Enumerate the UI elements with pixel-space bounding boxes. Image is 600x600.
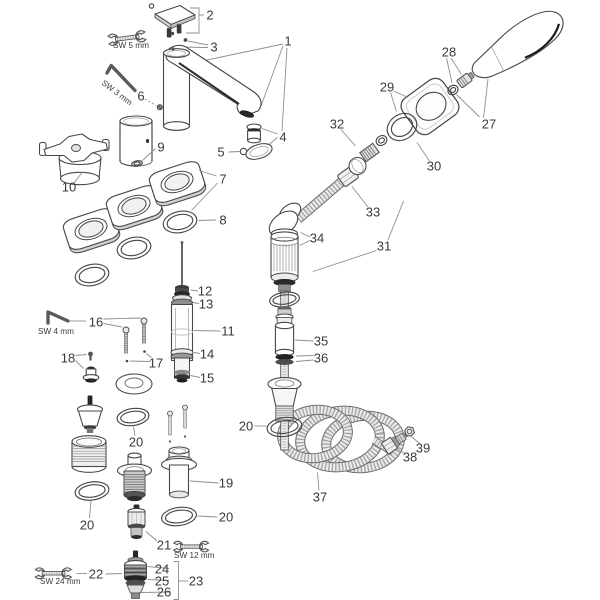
- part-29-30-escutcheon-and-ring: 29 30: [380, 77, 460, 174]
- part-label-39: 39: [416, 441, 430, 456]
- part-label-20a: 20: [129, 435, 143, 450]
- part-label-30: 30: [427, 159, 441, 174]
- tool-sw3-hex-key: SW 3 mm: [100, 63, 137, 107]
- part-label-24: 24: [155, 562, 169, 577]
- part-label-6: 6: [137, 89, 144, 104]
- part-label-27: 27: [482, 117, 496, 132]
- part-label-21: 21: [157, 538, 171, 553]
- part-5-spray-face: 5: [217, 143, 273, 160]
- part-27-hand-shower: 27: [456, 10, 564, 132]
- o-ring-20c: 20: [161, 506, 233, 527]
- part-label-13: 13: [199, 297, 213, 312]
- hex-key-icon: [105, 63, 137, 93]
- part-28-nipple-and-o-ring: 28: [442, 45, 475, 96]
- part-label-1: 1: [284, 34, 291, 49]
- part-label-20c: 20: [219, 510, 233, 525]
- part-label-8: 8: [219, 213, 226, 228]
- part-4-aerator: 4: [246, 123, 287, 148]
- o-ring-20b: 20: [74, 481, 110, 533]
- part-label-33: 33: [366, 205, 380, 220]
- part-label-34: 34: [310, 231, 324, 246]
- base-screws: [167, 404, 188, 443]
- part-label-32: 32: [330, 117, 344, 132]
- part-18-valve: 18: [61, 351, 100, 383]
- tool-sw4-hex-key: SW 4 mm: [38, 310, 86, 336]
- part-label-5: 5: [217, 145, 224, 160]
- tool-label-sw4: SW 4 mm: [38, 327, 74, 336]
- part-7-escutcheons: 7: [61, 159, 227, 255]
- part-16-screws: 16: [89, 315, 148, 354]
- tool-label-sw24: SW 24 mm: [40, 577, 81, 586]
- part-32-coupler: 32: [330, 117, 388, 176]
- part-9-o-ring: 9: [131, 140, 165, 167]
- part-8-o-rings: 8: [74, 210, 227, 287]
- hose-upper-segment: [294, 177, 346, 223]
- o-ring-20d: 20: [239, 416, 303, 438]
- part-label-9: 9: [157, 140, 164, 155]
- part-label-37: 37: [313, 490, 327, 505]
- part-label-11: 11: [221, 324, 235, 339]
- part-label-7: 7: [219, 172, 226, 187]
- part-label-25: 25: [155, 574, 169, 589]
- tool-label-sw5: SW 5 mm: [113, 41, 149, 50]
- part-label-17: 17: [149, 356, 163, 371]
- cartridge-assembly-11-15: 12 13 11 14 15: [170, 241, 235, 386]
- part-19-fitting: 19: [160, 446, 233, 499]
- tool-sw5-wrench: SW 5 mm: [108, 30, 149, 50]
- part-21-valve-cartridge: 21: [127, 504, 171, 553]
- part-label-35: 35: [314, 334, 328, 349]
- handle-sleeve: [119, 115, 153, 167]
- part-label-10: 10: [62, 180, 76, 195]
- faucet-spout-body: [162, 44, 262, 131]
- part-38-hose-connector: 38: [380, 432, 417, 465]
- part-37-shower-hose: 37: [277, 404, 405, 505]
- part-label-31: 31: [377, 239, 391, 254]
- tool-sw24-wrench: SW 24 mm: [35, 568, 81, 586]
- tool-label-sw12: SW 12 mm: [174, 551, 215, 560]
- tool-sw12-wrench: SW 12 mm: [174, 541, 215, 560]
- part-33-hose-nut: 33: [337, 166, 380, 220]
- part-label-20b: 20: [80, 518, 94, 533]
- part-label-38: 38: [403, 450, 417, 465]
- part-label-23: 23: [189, 574, 203, 589]
- part-label-3: 3: [210, 40, 217, 55]
- part-label-16: 16: [89, 315, 103, 330]
- handle-stem-part: [76, 395, 104, 433]
- wand-shaft-assembly: 35 36: [267, 290, 328, 451]
- part-2-lever-plate: 2: [148, 3, 214, 38]
- part-label-4: 4: [279, 130, 286, 145]
- part-label-18: 18: [61, 351, 75, 366]
- part-34-grip: 34: [268, 202, 324, 292]
- part-label-36: 36: [314, 351, 328, 366]
- part-17-screws: 17: [125, 350, 163, 371]
- part-label-26: 26: [157, 585, 171, 600]
- threaded-cup: [71, 435, 107, 473]
- o-ring-20a: 20: [116, 407, 150, 450]
- part-label-15: 15: [200, 371, 214, 386]
- part-label-28: 28: [442, 45, 456, 60]
- part-label-12: 12: [198, 284, 212, 299]
- part-label-14: 14: [200, 347, 214, 362]
- rosette-washer: [115, 373, 153, 395]
- part-39-nut: 39: [404, 426, 430, 456]
- tailpiece-center: [116, 452, 153, 502]
- part-label-22: 22: [89, 567, 103, 582]
- part-10-cross-handle: 10: [38, 133, 110, 195]
- part-label-19: 19: [219, 476, 233, 491]
- part-31-wand-assembly-label: 31: [312, 200, 404, 272]
- hex-key-icon: [46, 310, 70, 325]
- part-6-set-screw: 6: [137, 89, 163, 111]
- part-label-20d: 20: [239, 419, 253, 434]
- part-label-29: 29: [380, 80, 394, 95]
- part-label-2: 2: [206, 8, 213, 23]
